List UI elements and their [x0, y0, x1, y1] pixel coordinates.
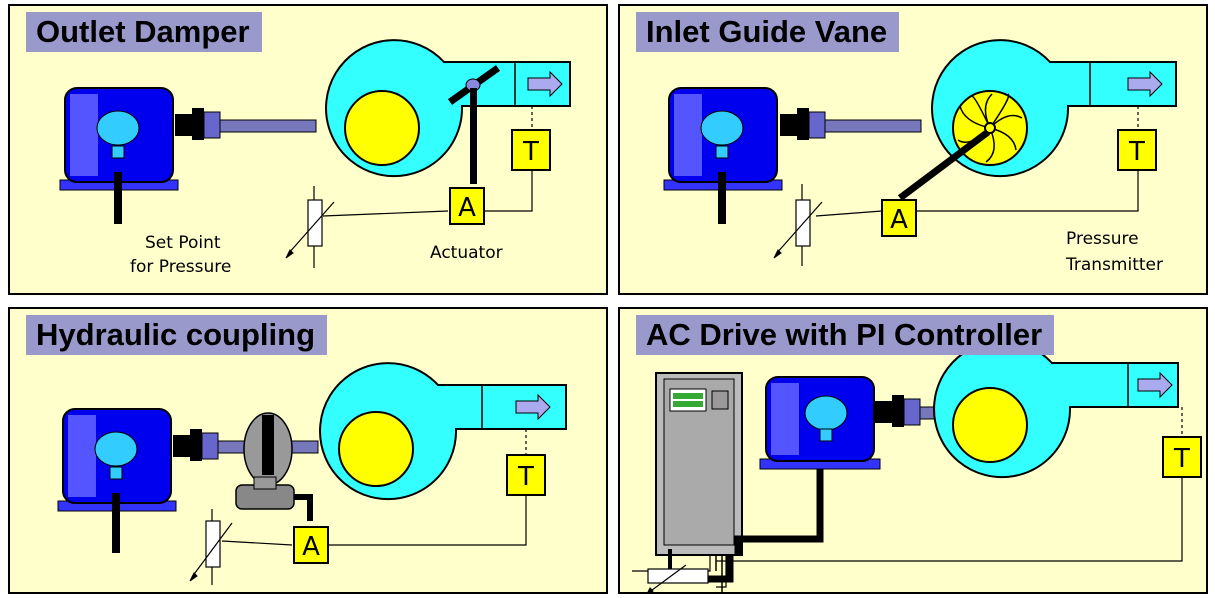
ac-drive-diagram: T — [632, 340, 1202, 592]
motor — [57, 408, 177, 553]
svg-text:A: A — [458, 193, 476, 223]
panel-outlet-damper: T A Set Point for Pressure Actuator Outl… — [8, 4, 608, 295]
actuator-box: A — [881, 199, 917, 237]
panel-title: AC Drive with PI Controller — [636, 315, 1055, 355]
svg-text:A: A — [302, 532, 320, 562]
actuator-box: A — [449, 187, 485, 225]
signal-lines — [221, 429, 527, 546]
transmitter-box: T — [1117, 129, 1157, 171]
transmitter-box: T — [506, 454, 546, 496]
fan — [319, 362, 567, 501]
motor — [759, 376, 881, 470]
damper — [447, 65, 501, 184]
setpoint-potentiometer — [285, 186, 335, 268]
setpoint-label-line1: Set Point — [145, 233, 221, 253]
transmitter-box: T — [1162, 436, 1202, 478]
inlet-guide-vane-diagram: T A Pressure Transmitter — [663, 39, 1177, 275]
panel-title: Hydraulic coupling — [26, 315, 328, 355]
transmitter-label-line1: Pressure — [1066, 229, 1139, 249]
svg-text:T: T — [1128, 137, 1145, 167]
svg-text:T: T — [517, 462, 534, 492]
vane-linkage — [897, 129, 991, 201]
panel-inlet-guide-vane: T A Pressure Transmitter Inlet Guide Van… — [618, 4, 1208, 295]
setpoint-potentiometer — [647, 564, 709, 592]
setpoint-potentiometer — [189, 509, 233, 585]
signal-lines — [815, 106, 1139, 217]
motor — [663, 87, 783, 224]
svg-text:T: T — [522, 137, 539, 167]
setpoint-label-line2: for Pressure — [130, 257, 231, 277]
signal-lines — [322, 106, 533, 217]
signal-lines — [716, 407, 1183, 562]
fan — [933, 340, 1179, 479]
panel-ac-drive: T AC Drive with PI Controller — [618, 307, 1208, 594]
hydraulic-coupling-diagram: T A — [57, 362, 567, 585]
svg-text:T: T — [1173, 444, 1190, 474]
panel-title: Inlet Guide Vane — [636, 12, 900, 52]
coupling — [780, 108, 922, 140]
transmitter-box: T — [511, 129, 551, 171]
panel-title: Outlet Damper — [26, 12, 262, 52]
panel-hydraulic-coupling: T A Hydraulic coupling — [8, 307, 608, 594]
fan — [325, 39, 571, 178]
hydraulic-coupling-unit — [235, 412, 313, 521]
actuator-box: A — [293, 526, 329, 564]
actuator-label: Actuator — [430, 243, 503, 263]
coupling — [175, 108, 317, 140]
coupling — [173, 429, 319, 461]
transmitter-label-line2: Transmitter — [1065, 255, 1163, 275]
ac-drive-cabinet — [655, 372, 743, 556]
motor — [59, 87, 179, 224]
outlet-damper-diagram: T A Set Point for Pressure Actuator — [59, 39, 571, 277]
setpoint-potentiometer — [773, 184, 823, 266]
svg-text:A: A — [890, 205, 908, 235]
